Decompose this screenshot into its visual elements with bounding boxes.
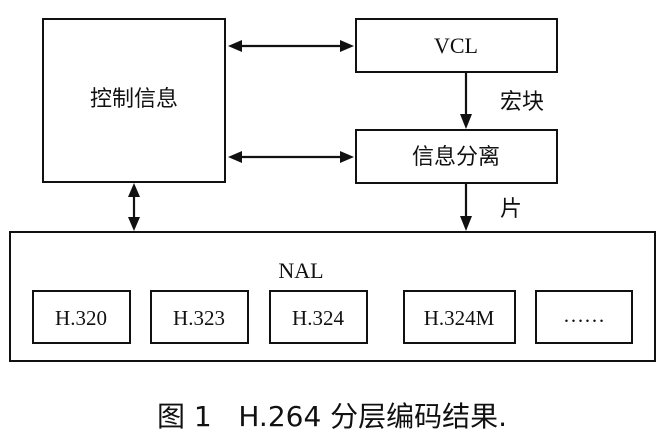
- control-info-node: 控制信息: [42, 18, 226, 183]
- control-separation-arrow: [228, 151, 354, 163]
- protocol-label: ……: [563, 303, 605, 327]
- protocol-label: H.320: [55, 306, 107, 330]
- protocol-box-h324m: H.324M: [403, 290, 516, 344]
- vcl-node: VCL: [355, 18, 558, 73]
- protocol-box-h323: H.323: [150, 290, 249, 344]
- vcl-separation-arrow: [460, 72, 472, 129]
- protocol-box-h324: H.324: [269, 290, 368, 344]
- control-info-label: 控制信息: [90, 87, 178, 112]
- figure-caption: 图 1 H.264 分层编码结果.: [157, 400, 507, 433]
- control-nal-arrow: [128, 183, 140, 231]
- info-separation-node: 信息分离: [355, 129, 558, 184]
- info-separation-label: 信息分离: [412, 145, 500, 170]
- protocol-label: H.323: [173, 306, 225, 330]
- separation-nal-arrow: [460, 183, 472, 231]
- nal-label: NAL: [278, 258, 323, 283]
- slice-edge-label: 片: [500, 197, 522, 222]
- protocol-box-h320: H.320: [32, 290, 131, 344]
- protocol-label: H.324: [292, 306, 344, 330]
- macroblock-edge-label: 宏块: [500, 90, 544, 115]
- control-vcl-arrow: [228, 40, 354, 52]
- vcl-label: VCL: [434, 33, 478, 58]
- protocol-label: H.324M: [424, 306, 495, 330]
- protocol-box-more: ……: [535, 290, 633, 344]
